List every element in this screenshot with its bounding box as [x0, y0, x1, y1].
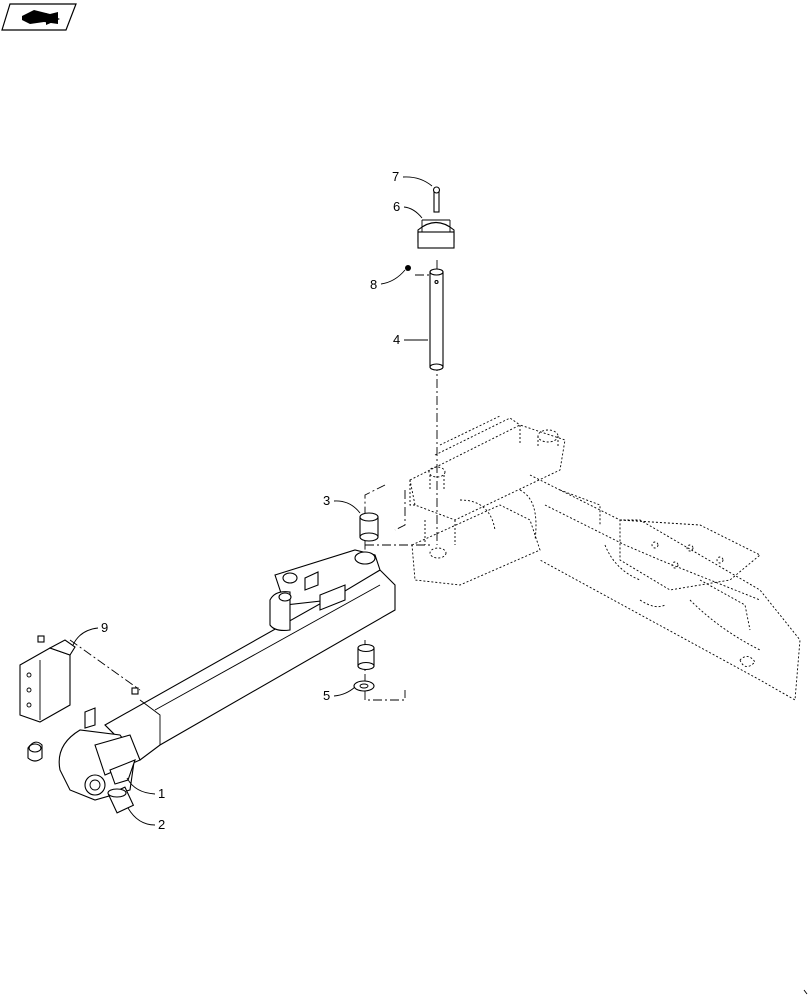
callout-5: 5	[323, 686, 356, 703]
callout-8-label: 8	[370, 277, 377, 292]
callout-9-label: 9	[101, 620, 108, 635]
callout-5-label: 5	[323, 688, 330, 703]
part-6-cap	[417, 219, 455, 249]
callout-6: 6	[393, 199, 423, 219]
part-7-pin	[432, 186, 441, 213]
callout-2: 2	[127, 807, 165, 832]
callout-9: 9	[72, 620, 108, 646]
part-2-bushing	[107, 786, 135, 814]
callout-1-label: 1	[158, 786, 165, 801]
part-9-bracket	[19, 635, 96, 729]
fitting	[27, 741, 43, 762]
part-3-bushing	[359, 512, 379, 542]
callout-8: 8	[370, 269, 406, 292]
callout-7-label: 7	[392, 169, 399, 184]
part-8-ball	[405, 265, 411, 271]
callout-6-label: 6	[393, 199, 400, 214]
alignment-lines	[69, 260, 438, 701]
part-1-arm	[58, 549, 396, 801]
callout-3-label: 3	[323, 493, 330, 508]
callout-1: 1	[126, 777, 165, 801]
callout-2-label: 2	[158, 817, 165, 832]
part-5-washer	[353, 643, 375, 692]
book-arrow-icon[interactable]	[1, 3, 77, 31]
corner-mark	[803, 989, 808, 995]
callout-3: 3	[323, 493, 361, 514]
main-frame	[409, 415, 801, 701]
callout-4-label: 4	[393, 332, 400, 347]
callout-7: 7	[392, 169, 433, 187]
callout-4: 4	[393, 332, 428, 347]
part-4-pin	[429, 268, 444, 371]
